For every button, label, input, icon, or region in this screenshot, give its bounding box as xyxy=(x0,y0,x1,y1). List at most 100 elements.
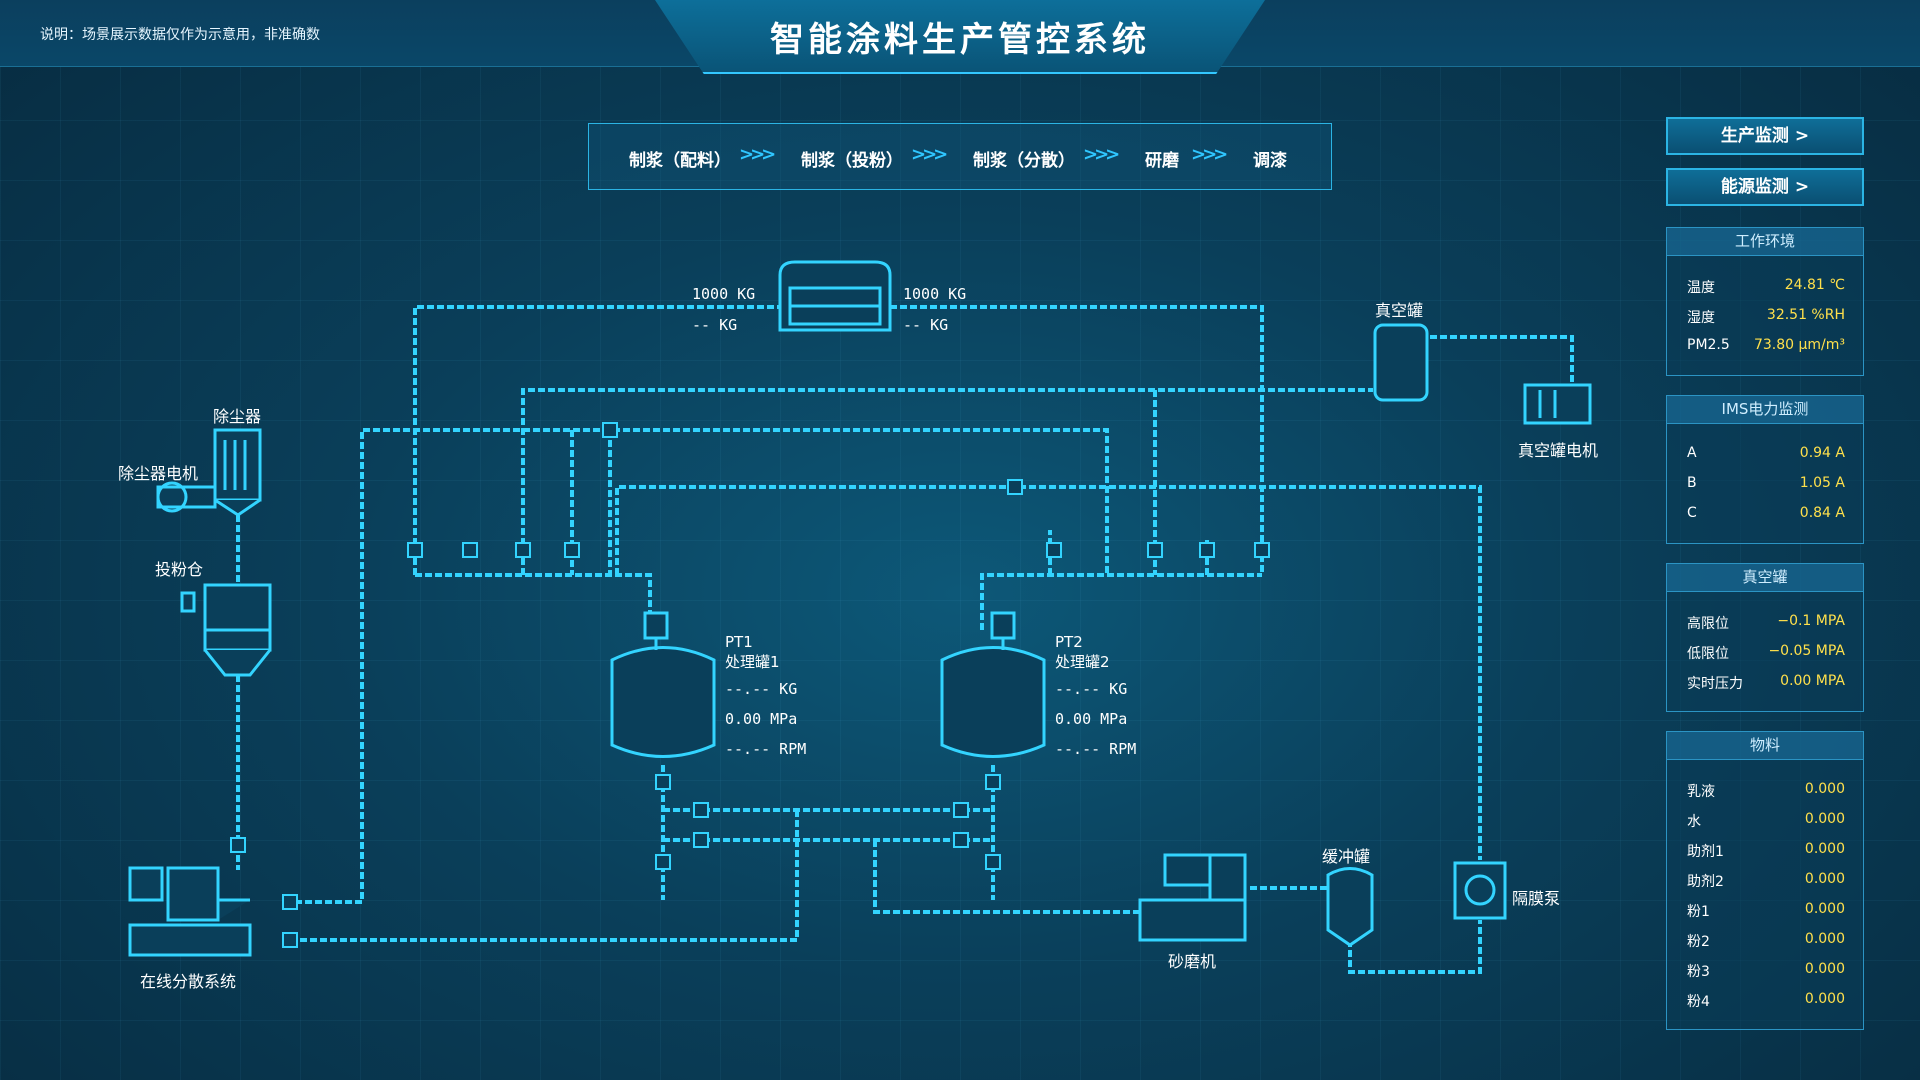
row-value: 0.000 xyxy=(1804,931,1845,947)
pipe-line xyxy=(415,573,652,630)
diaphragm-pump-label: 隔膜泵 xyxy=(1512,889,1561,908)
env-row: 湿度 32.51 %RH xyxy=(1667,300,1863,330)
vacuum-tank-label: 真空罐 xyxy=(1375,301,1424,320)
vacuum-row: 高限位 −0.1 MPA xyxy=(1667,606,1863,636)
valve-icon xyxy=(282,894,298,910)
row-label: 湿度 xyxy=(1687,310,1715,326)
production-monitor-button[interactable]: 生产监测 > xyxy=(1666,117,1864,155)
env-row: PM2.5 73.80 μm/m³ xyxy=(1667,330,1863,360)
pipe-line xyxy=(615,485,1482,860)
row-value: 0.84 A xyxy=(1799,505,1845,521)
panel-title: IMS电力监测 xyxy=(1667,396,1863,424)
tank-name: 处理罐2 xyxy=(1055,653,1110,671)
energy-monitor-button[interactable]: 能源监测 > xyxy=(1666,168,1864,206)
ims-row: C 0.84 A xyxy=(1667,498,1863,528)
tank-id: PT1 xyxy=(725,633,753,651)
process-flow-bar: 制浆（配料） >>> 制浆（投粉） >>> 制浆（分散） >>> 研磨 >>> … xyxy=(588,123,1332,190)
row-value: 24.81 ℃ xyxy=(1784,277,1845,293)
row-value: 32.51 %RH xyxy=(1766,307,1845,323)
row-label: 低限位 xyxy=(1687,646,1729,662)
row-label: 温度 xyxy=(1687,280,1715,296)
pipe-line xyxy=(295,428,1109,904)
process-step-1[interactable]: 制浆（配料） xyxy=(629,151,731,171)
vacuum-motor-icon xyxy=(1523,383,1592,425)
process-step-2[interactable]: 制浆（投粉） xyxy=(801,151,903,171)
scale-icon xyxy=(778,260,892,332)
scale-right-value-2: -- KG xyxy=(903,316,949,334)
valve-icon xyxy=(1254,542,1270,558)
panel-title: 物料 xyxy=(1667,732,1863,760)
diaphragm-pump-icon xyxy=(1453,861,1507,920)
vacuum-row: 低限位 −0.05 MPA xyxy=(1667,636,1863,666)
row-label: C xyxy=(1687,505,1697,521)
process-step-3[interactable]: 制浆（分散） xyxy=(973,151,1075,171)
buffer-tank-icon xyxy=(1326,867,1374,947)
valve-icon xyxy=(407,542,423,558)
row-value: 0.000 xyxy=(1804,781,1845,797)
tank-name: 处理罐1 xyxy=(725,653,780,671)
valve-icon xyxy=(693,802,709,818)
process-arrow-icon: >>> xyxy=(739,144,776,165)
scale-right-value: 1000 KG xyxy=(903,285,967,303)
row-value: 0.000 xyxy=(1804,811,1845,827)
title-plate xyxy=(655,0,1265,74)
tank-speed: --.-- RPM xyxy=(725,740,807,758)
dust-collector-icon xyxy=(156,428,262,517)
valve-icon xyxy=(515,542,531,558)
row-label: 乳液 xyxy=(1687,784,1715,800)
row-label: 粉1 xyxy=(1687,904,1710,920)
page-title: 智能涂料生产管控系统 xyxy=(770,20,1150,60)
powder-bin-icon xyxy=(180,583,272,677)
pipe-line xyxy=(295,810,799,942)
dispersion-system-label: 在线分散系统 xyxy=(140,972,237,991)
process-step-4[interactable]: 研磨 xyxy=(1145,151,1179,171)
tank-id: PT2 xyxy=(1055,633,1083,651)
row-value: 0.000 xyxy=(1804,841,1845,857)
row-label: 高限位 xyxy=(1687,616,1729,632)
row-value: 0.00 MPA xyxy=(1780,673,1845,689)
row-label: 助剂1 xyxy=(1687,844,1724,860)
row-value: 0.000 xyxy=(1804,901,1845,917)
pipe-line xyxy=(980,573,1262,630)
tank-pt1-icon xyxy=(610,611,716,758)
process-pipe-diagram xyxy=(128,260,1592,974)
data-notice: 说明：场景展示数据仅作为示意用，非准确数 xyxy=(40,27,320,43)
valve-icon xyxy=(1007,479,1023,495)
row-value: 0.000 xyxy=(1804,961,1845,977)
tank-weight: --.-- KG xyxy=(1055,680,1128,698)
row-value: −0.1 MPA xyxy=(1777,613,1845,629)
valve-icon xyxy=(602,422,618,438)
row-value: 73.80 μm/m³ xyxy=(1753,337,1845,353)
sand-mill-label: 砂磨机 xyxy=(1168,952,1217,971)
ims-row: B 1.05 A xyxy=(1667,468,1863,498)
valve-icon xyxy=(655,854,671,870)
process-step-5[interactable]: 调漆 xyxy=(1253,151,1287,171)
row-value: −0.05 MPA xyxy=(1768,643,1845,659)
row-label: A xyxy=(1687,445,1697,461)
dispersion-system-icon xyxy=(128,866,252,957)
dust-collector-label: 除尘器 xyxy=(213,407,262,426)
valve-icon xyxy=(564,542,580,558)
row-label: PM2.5 xyxy=(1687,337,1730,353)
material-row: 粉2 0.000 xyxy=(1667,924,1863,954)
pipe-line xyxy=(1430,335,1574,390)
vacuum-tank-icon xyxy=(1373,323,1429,402)
row-label: 助剂2 xyxy=(1687,874,1724,890)
row-label: 粉2 xyxy=(1687,934,1710,950)
dust-motor-label: 除尘器电机 xyxy=(118,464,199,483)
valve-icon xyxy=(655,774,671,790)
row-label: B xyxy=(1687,475,1697,491)
row-value: 1.05 A xyxy=(1799,475,1845,491)
powder-bin-label: 投粉仓 xyxy=(155,560,204,579)
valve-icon xyxy=(1147,542,1163,558)
valve-icon xyxy=(693,832,709,848)
tank-pt2-icon xyxy=(940,611,1046,758)
panel-title: 真空罐 xyxy=(1667,564,1863,592)
